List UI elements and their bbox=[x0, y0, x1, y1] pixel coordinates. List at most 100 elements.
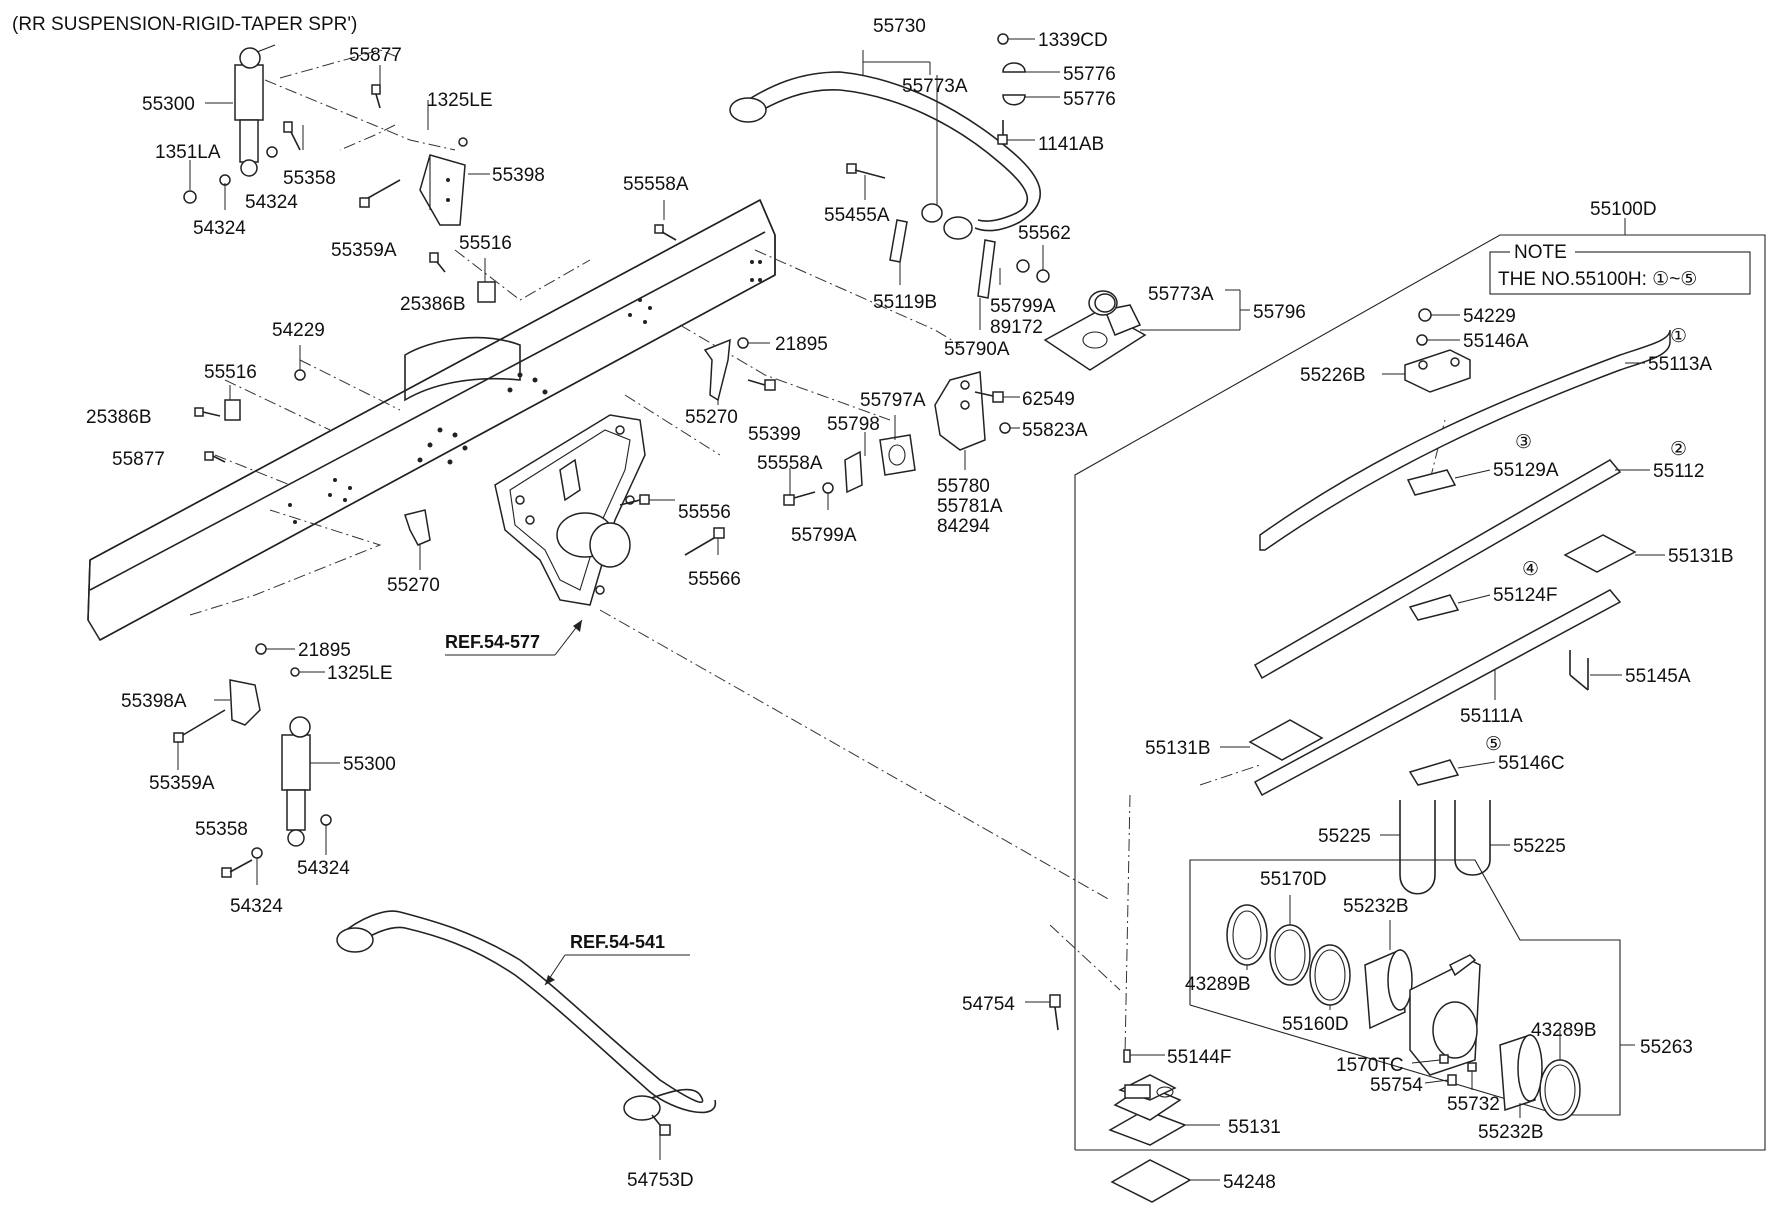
label-55790a: 55790A bbox=[944, 339, 1010, 360]
label-54324-c: 54324 bbox=[297, 858, 350, 879]
ref-arrow-54-541 bbox=[544, 954, 690, 986]
label-55773a-right: 55773A bbox=[1148, 284, 1214, 305]
label-1570tc: 1570TC bbox=[1336, 1055, 1404, 1076]
label-55780: 55780 bbox=[937, 476, 990, 497]
bolt-54753d bbox=[651, 1114, 671, 1136]
label-55398a: 55398A bbox=[121, 691, 187, 712]
ring-43289b-b bbox=[1539, 1059, 1581, 1121]
label-54754: 54754 bbox=[962, 994, 1015, 1015]
plate-55798 bbox=[844, 450, 863, 494]
label-55131b-left: 55131B bbox=[1145, 738, 1211, 759]
bolt-25386b-a bbox=[429, 252, 446, 273]
label-55225-b: 55225 bbox=[1513, 836, 1566, 857]
label-21895-lower: 21895 bbox=[298, 640, 351, 661]
nut-1325le-a bbox=[458, 137, 468, 147]
label-55799a-lower: 55799A bbox=[791, 525, 857, 546]
label-55112: 55112 bbox=[1653, 461, 1704, 482]
plate-55516-b bbox=[224, 399, 241, 421]
label-55359a-upper: 55359A bbox=[331, 240, 397, 261]
label-54324-d: 54324 bbox=[230, 896, 283, 917]
nut-55799a-b bbox=[822, 482, 834, 494]
bolt-55358-upper bbox=[283, 121, 301, 151]
leader-lines bbox=[177, 38, 1665, 1181]
leaf-55112 bbox=[1253, 459, 1622, 680]
markers: ① ③ ② ④ ⑤ bbox=[1485, 326, 1687, 755]
nut-55562 bbox=[1036, 269, 1050, 283]
label-55113a: 55113A bbox=[1648, 354, 1712, 375]
label-55111a: 55111A bbox=[1460, 706, 1523, 727]
nut-55799a-a bbox=[1016, 259, 1030, 273]
link-55119b bbox=[889, 219, 908, 263]
marker-1: ① bbox=[1670, 326, 1687, 347]
trunnion-bracket bbox=[1409, 954, 1481, 1076]
label-1351la: 1351LA bbox=[155, 142, 221, 163]
note-box: NOTE THE NO.55100H: ①~⑤ bbox=[1489, 242, 1751, 295]
label-55131: 55131 bbox=[1228, 1117, 1281, 1138]
bolt-55145a bbox=[1569, 650, 1589, 691]
ref-label-54-541: REF.54-541 bbox=[570, 932, 665, 952]
part-labels: 55300 55877 1325LE 1351LA 55358 55398 54… bbox=[86, 16, 1734, 1193]
label-54229-right: 54229 bbox=[1463, 306, 1516, 327]
label-55730: 55730 bbox=[873, 16, 926, 37]
link-55790a bbox=[977, 239, 996, 299]
label-55877-upper: 55877 bbox=[349, 45, 402, 66]
label-43289b-right: 43289B bbox=[1531, 1020, 1597, 1041]
label-55270-lower: 55270 bbox=[387, 575, 440, 596]
label-55100d: 55100D bbox=[1590, 199, 1657, 220]
label-55300-upper: 55300 bbox=[142, 94, 195, 115]
label-55131b-right: 55131B bbox=[1668, 546, 1734, 567]
label-55877-left: 55877 bbox=[112, 449, 165, 470]
label-55300-lower: 55300 bbox=[343, 754, 396, 775]
label-54753d: 54753D bbox=[627, 1170, 694, 1191]
label-55145a: 55145A bbox=[1625, 666, 1691, 687]
bolt-1141ab bbox=[997, 120, 1008, 145]
label-55119b: 55119B bbox=[873, 292, 937, 313]
pad-55124f bbox=[1408, 594, 1460, 621]
bracket-55796-leader bbox=[1140, 289, 1250, 331]
label-55129a: 55129A bbox=[1493, 460, 1559, 481]
bushing-55773a bbox=[921, 203, 943, 223]
label-89172: 89172 bbox=[990, 317, 1043, 338]
nut-1325le-b bbox=[290, 667, 300, 677]
bolt-25386b-b bbox=[194, 407, 221, 417]
label-55562: 55562 bbox=[1018, 223, 1071, 244]
label-55776-b: 55776 bbox=[1063, 89, 1116, 110]
label-55225-a: 55225 bbox=[1318, 826, 1371, 847]
label-43289b-left: 43289B bbox=[1185, 974, 1251, 995]
diagram-title: (RR SUSPENSION-RIGID-TAPER SPR') bbox=[12, 14, 357, 35]
ring-55170d bbox=[1269, 924, 1311, 986]
label-55773a-upper: 55773A bbox=[902, 76, 968, 97]
label-1339cd: 1339CD bbox=[1038, 30, 1108, 51]
rubber-spring-55131 bbox=[1108, 1074, 1187, 1146]
label-55144f: 55144F bbox=[1167, 1047, 1231, 1068]
label-55558a-upper: 55558A bbox=[623, 174, 689, 195]
ubolt-55225-b bbox=[1454, 800, 1491, 876]
label-55232b-upper: 55232B bbox=[1343, 896, 1409, 917]
stabilizer-bar-upper bbox=[729, 71, 1041, 240]
label-55146c: 55146C bbox=[1498, 753, 1565, 774]
label-55226b: 55226B bbox=[1300, 365, 1366, 386]
bolt-55558a-a bbox=[654, 224, 677, 241]
label-1325le-lower: 1325LE bbox=[327, 663, 393, 684]
label-54324-b: 54324 bbox=[193, 218, 246, 239]
label-55799a-upper: 55799A bbox=[990, 296, 1056, 317]
spring-hanger-bracket bbox=[494, 414, 646, 606]
label-55170d: 55170D bbox=[1260, 869, 1327, 890]
pin-55144f bbox=[1123, 1049, 1131, 1063]
label-54229-left: 54229 bbox=[272, 320, 325, 341]
pad-55146c bbox=[1408, 759, 1460, 786]
bracket-55398a bbox=[229, 679, 261, 726]
label-55566: 55566 bbox=[688, 569, 741, 590]
frame-rail bbox=[87, 198, 776, 642]
nut-55823a bbox=[999, 422, 1011, 434]
shock-absorber-upper bbox=[234, 44, 276, 177]
nut-21895-b bbox=[255, 643, 267, 655]
label-25386b-left: 25386B bbox=[86, 407, 152, 428]
bolt-55566 bbox=[684, 527, 725, 556]
marker-4: ④ bbox=[1522, 559, 1539, 580]
bolt-55877-a bbox=[371, 84, 381, 109]
marker-3: ③ bbox=[1515, 432, 1532, 453]
clamp-55776-upper bbox=[1002, 62, 1026, 73]
label-55796: 55796 bbox=[1253, 302, 1306, 323]
bolt-55399 bbox=[747, 379, 776, 391]
